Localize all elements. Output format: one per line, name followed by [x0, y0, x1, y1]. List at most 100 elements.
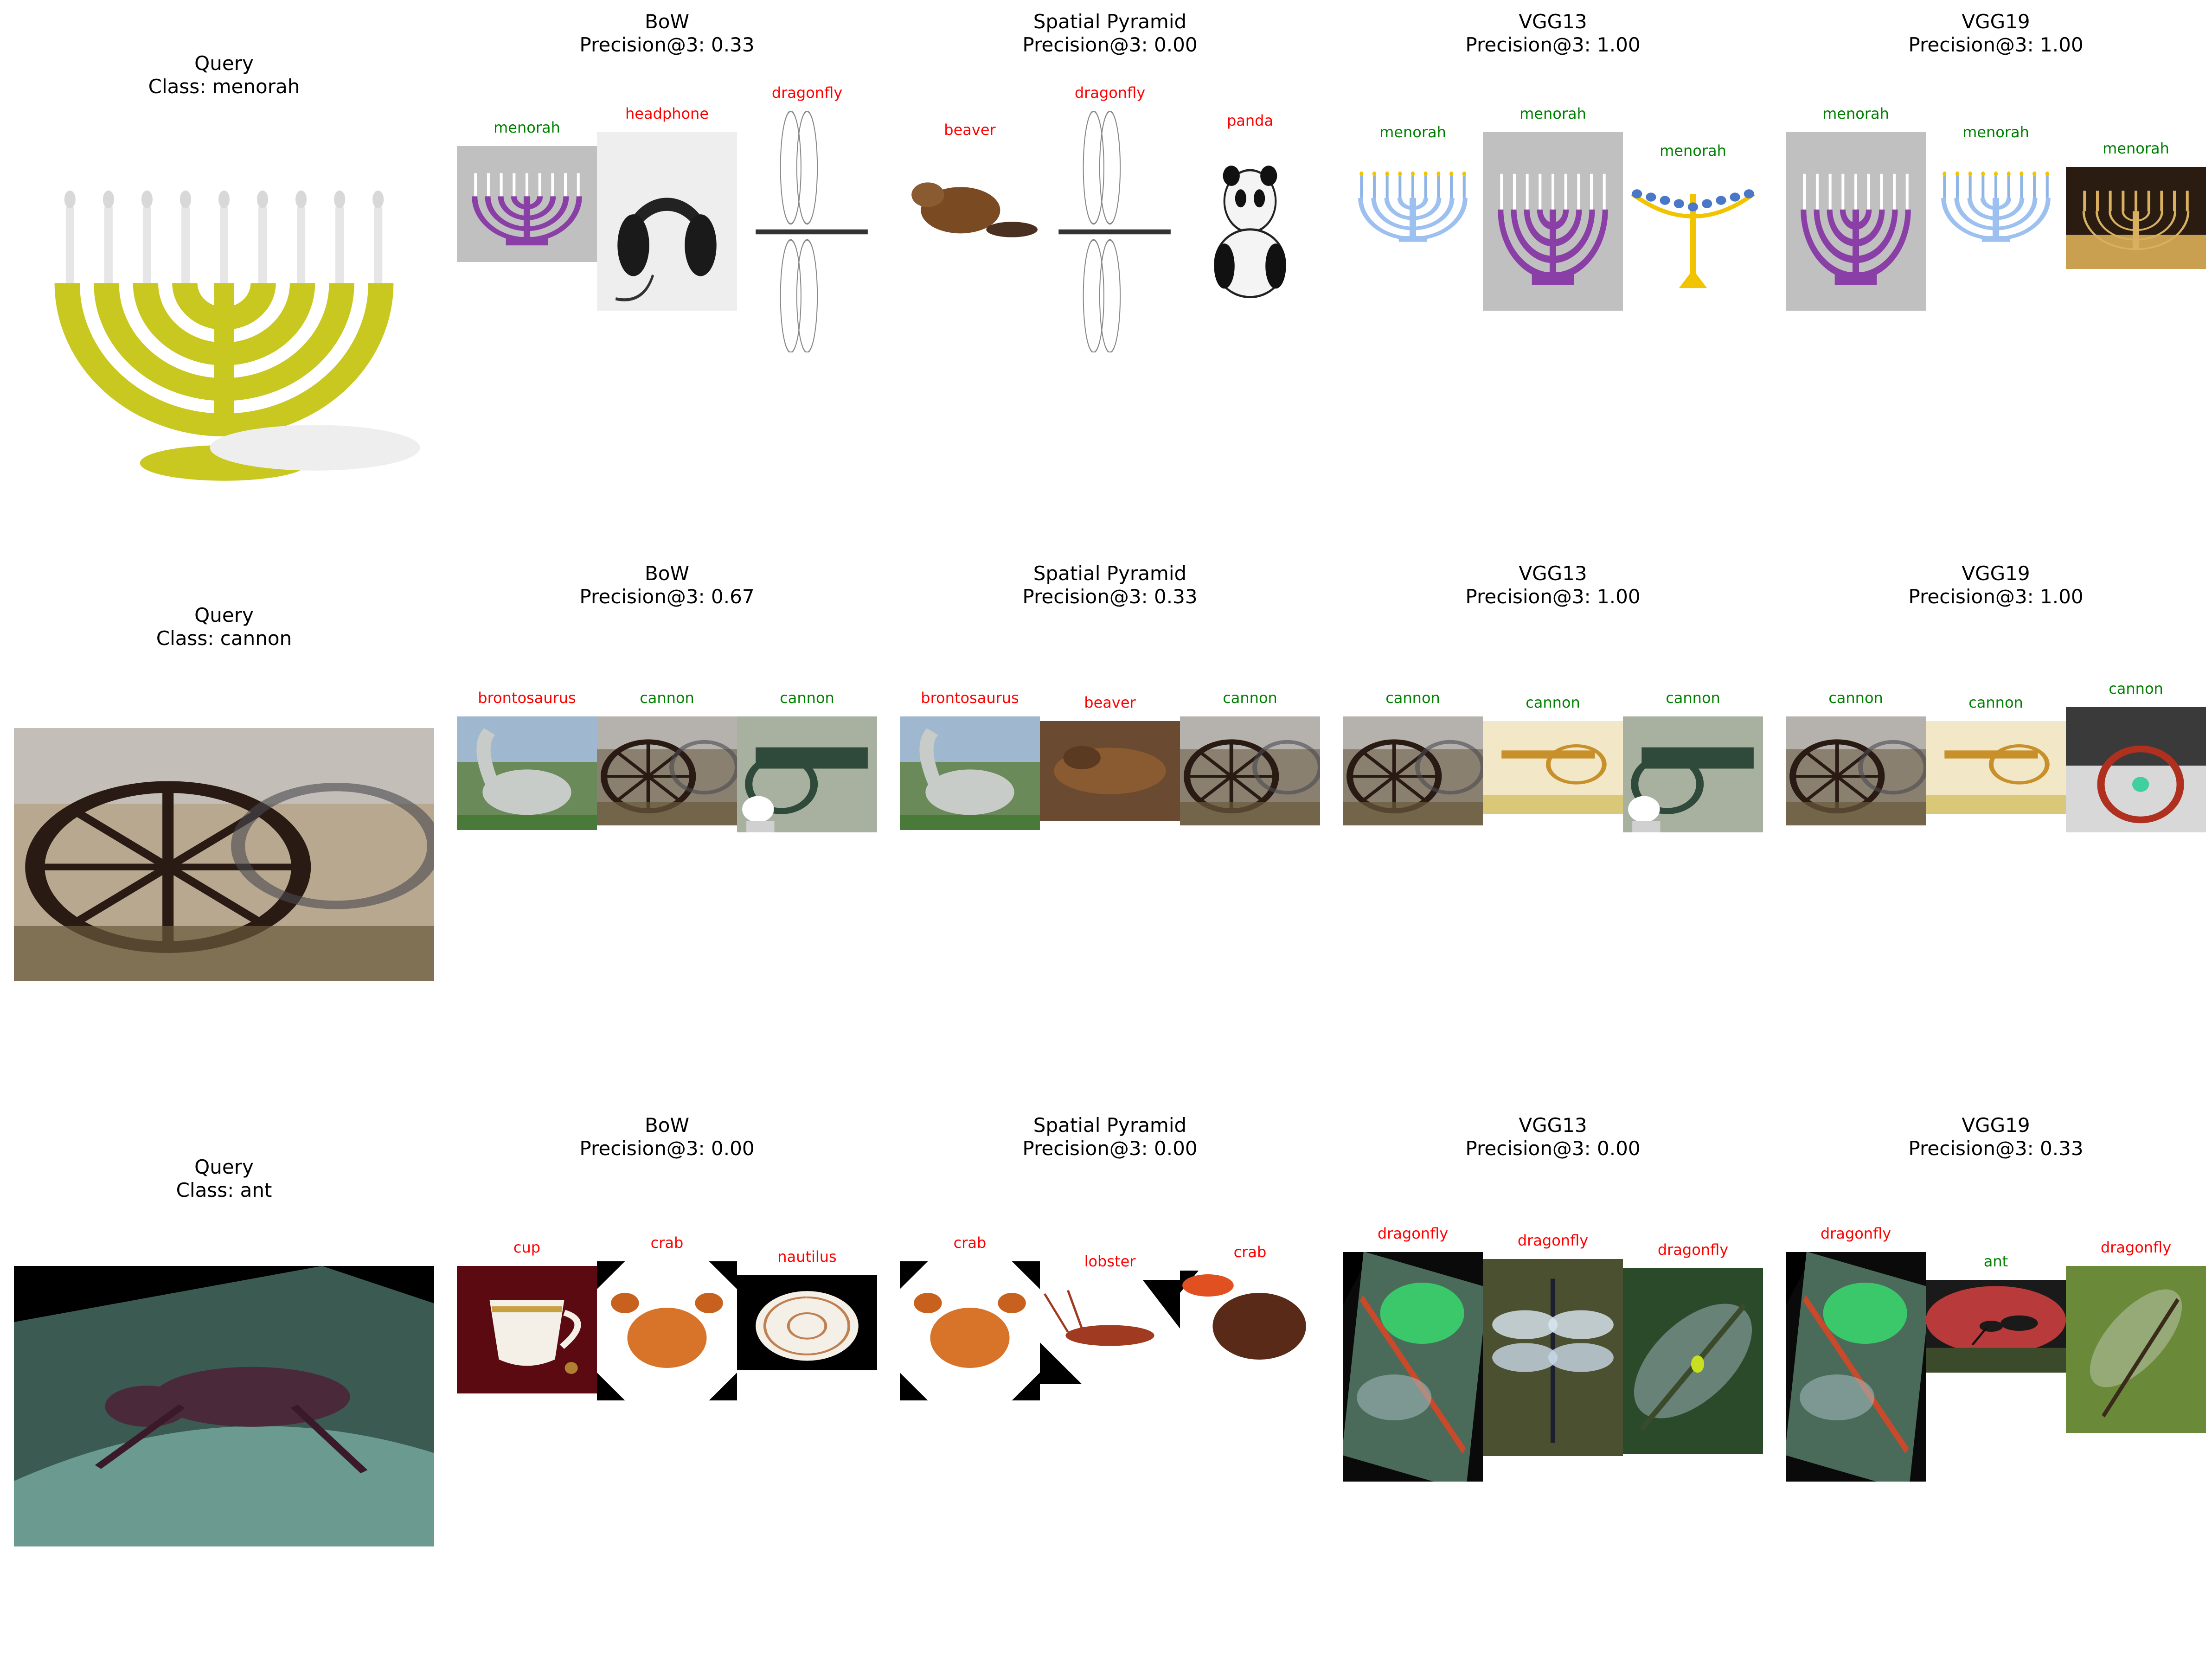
precision-score: Precision@3: 1.00 [1465, 585, 1641, 608]
method-name: BoW [644, 1114, 690, 1137]
result-label: cannon [640, 689, 694, 707]
method-name: VGG13 [1519, 10, 1587, 33]
result-image [1040, 721, 1180, 821]
result-label: headphone [625, 105, 709, 122]
result-label: dragonfly [1377, 1225, 1449, 1242]
result-label: cannon [1223, 689, 1277, 707]
precision-score: Precision@3: 0.00 [579, 1137, 755, 1160]
query-image [14, 118, 434, 498]
result-image [900, 1261, 1040, 1400]
result-image [1180, 139, 1320, 308]
result-label: brontosaurus [921, 689, 1019, 707]
result-label: beaver [944, 121, 996, 139]
precision-score: Precision@3: 0.33 [579, 33, 755, 56]
result-label: cannon [1526, 694, 1580, 711]
result-label: ant [1983, 1252, 2008, 1270]
result-image [1040, 111, 1180, 352]
precision-score: Precision@3: 1.00 [1465, 33, 1641, 56]
method-name: BoW [644, 562, 690, 585]
result-label: dragonfly [1657, 1241, 1729, 1259]
result-label: menorah [1962, 123, 2029, 141]
result-image [1343, 716, 1483, 825]
result-label: dragonfly [771, 84, 843, 102]
precision-score: Precision@3: 0.00 [1465, 1137, 1641, 1160]
result-image [1926, 1280, 2066, 1373]
result-label: cup [513, 1239, 541, 1256]
result-label: crab [1233, 1243, 1267, 1261]
result-image [457, 716, 597, 830]
result-image [1786, 1252, 1926, 1482]
result-label: beaver [1084, 694, 1136, 711]
result-label: cannon [1828, 689, 1883, 707]
result-image [1926, 151, 2066, 260]
method-name: VGG19 [1962, 562, 2030, 585]
precision-score: Precision@3: 0.00 [1022, 1137, 1198, 1160]
precision-score: Precision@3: 0.67 [579, 585, 755, 608]
result-label: cannon [1968, 694, 2023, 711]
result-label: crab [650, 1234, 684, 1252]
result-image [737, 1275, 877, 1370]
result-image [1623, 716, 1763, 832]
result-image [597, 716, 737, 825]
result-label: menorah [1660, 142, 1726, 160]
result-image [2066, 167, 2206, 269]
result-image [2066, 707, 2206, 832]
query-image [14, 728, 434, 981]
result-image [597, 132, 737, 311]
precision-score: Precision@3: 1.00 [1908, 33, 2084, 56]
result-image [1786, 132, 1926, 311]
query-heading: Query [194, 1156, 254, 1178]
method-name: Spatial Pyramid [1033, 1114, 1187, 1137]
result-label: menorah [494, 119, 560, 136]
result-label: cannon [780, 689, 834, 707]
result-label: menorah [1822, 105, 1889, 122]
query-class: Class: cannon [156, 627, 292, 650]
method-name: Spatial Pyramid [1033, 562, 1187, 585]
result-image [1180, 1271, 1320, 1382]
result-label: dragonfly [1074, 84, 1146, 102]
method-name: Spatial Pyramid [1033, 10, 1187, 33]
method-name: VGG19 [1962, 1114, 2030, 1137]
query-heading: Query [194, 604, 254, 626]
result-label: lobster [1084, 1252, 1136, 1270]
result-image [1343, 151, 1483, 260]
result-label: cannon [2109, 680, 2163, 697]
result-image [457, 1266, 597, 1393]
result-label: menorah [1379, 123, 1446, 141]
result-label: menorah [2103, 140, 2169, 157]
result-image [1786, 716, 1926, 825]
method-name: BoW [644, 10, 690, 33]
result-label: cannon [1385, 689, 1440, 707]
result-image [1623, 169, 1763, 292]
result-image [737, 716, 877, 832]
result-image [1483, 721, 1623, 814]
method-name: VGG19 [1962, 10, 2030, 33]
precision-score: Precision@3: 0.00 [1022, 33, 1198, 56]
query-image [14, 1266, 434, 1546]
result-label: dragonfly [2100, 1239, 2172, 1256]
precision-score: Precision@3: 0.33 [1908, 1137, 2084, 1160]
result-label: dragonfly [1517, 1232, 1589, 1249]
result-image [900, 716, 1040, 830]
result-image [1040, 1280, 1180, 1384]
method-name: VGG13 [1519, 1114, 1587, 1137]
result-image [597, 1261, 737, 1400]
result-label: nautilus [777, 1248, 837, 1265]
result-image [1623, 1268, 1763, 1454]
method-name: VGG13 [1519, 562, 1587, 585]
result-label: brontosaurus [478, 689, 576, 707]
result-label: dragonfly [1820, 1225, 1891, 1242]
